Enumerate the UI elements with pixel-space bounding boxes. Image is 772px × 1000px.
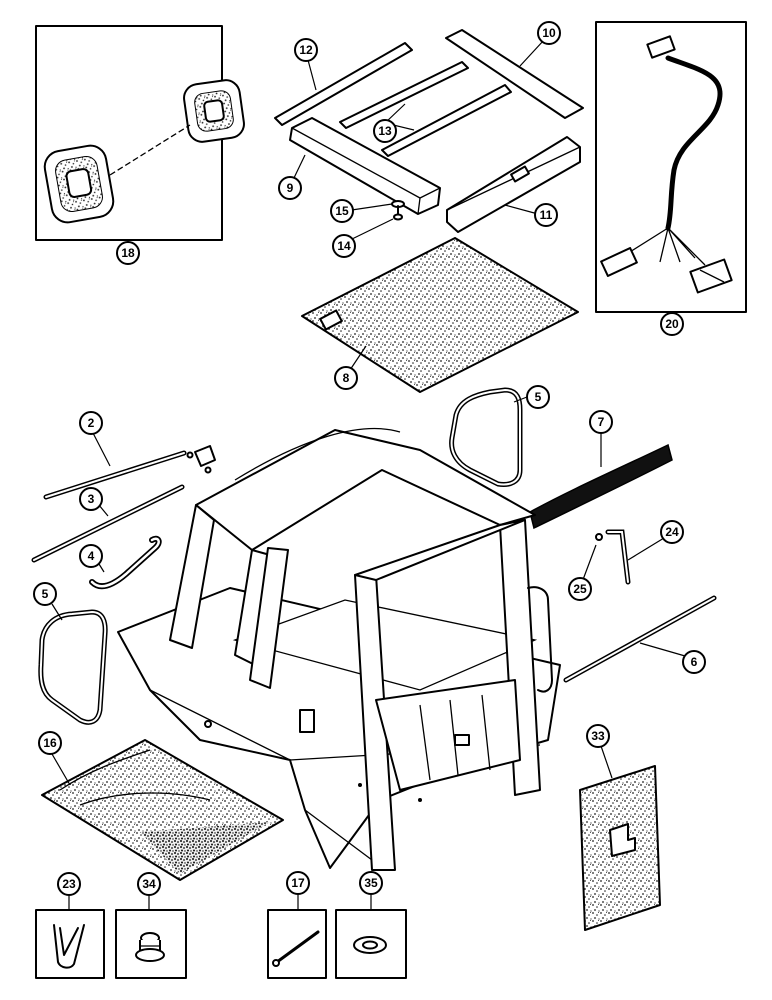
svg-text:13: 13 — [378, 124, 392, 138]
bracket-plate — [186, 445, 216, 474]
svg-text:20: 20 — [665, 317, 679, 331]
callout-6: 6 — [682, 650, 706, 674]
svg-text:15: 15 — [335, 204, 349, 218]
callout-3: 3 — [79, 487, 103, 511]
callout-20: 20 — [660, 312, 684, 336]
callout-13: 13 — [373, 119, 397, 143]
svg-text:8: 8 — [343, 371, 350, 385]
callout-14: 14 — [332, 234, 356, 258]
clip-25 — [595, 533, 603, 541]
seal-strip-2 — [43, 450, 187, 500]
callout-5-lower: 5 — [33, 582, 57, 606]
lamp-inset-panel — [35, 25, 245, 241]
svg-text:11: 11 — [540, 208, 553, 222]
svg-text:6: 6 — [691, 655, 698, 669]
roof-frame-bar-10 — [445, 29, 584, 119]
callout-23: 23 — [57, 872, 81, 896]
callout-5-upper: 5 — [526, 385, 550, 409]
wiring-harness — [600, 35, 733, 294]
callout-34: 34 — [137, 872, 161, 896]
cable-tie-box-17 — [267, 909, 327, 979]
callout-25: 25 — [568, 577, 592, 601]
svg-text:7: 7 — [598, 415, 605, 429]
svg-text:16: 16 — [43, 736, 57, 750]
svg-text:14: 14 — [337, 239, 351, 253]
svg-text:17: 17 — [291, 876, 305, 890]
callout-17: 17 — [286, 871, 310, 895]
rod-6 — [563, 595, 717, 683]
trim-strip-7 — [529, 443, 673, 530]
callout-2: 2 — [79, 411, 103, 435]
callout-8: 8 — [334, 366, 358, 390]
svg-text:18: 18 — [121, 246, 135, 260]
callout-9: 9 — [278, 176, 302, 200]
callout-12: 12 — [294, 38, 318, 62]
svg-text:33: 33 — [591, 729, 605, 743]
callout-7: 7 — [589, 410, 613, 434]
headliner-panel — [301, 237, 579, 393]
roof-frame-bar-9 — [289, 117, 441, 215]
svg-text:34: 34 — [142, 877, 156, 891]
bolt-and-washer — [391, 200, 405, 221]
svg-text:12: 12 — [299, 43, 313, 57]
svg-text:35: 35 — [364, 876, 378, 890]
trim-panel-33 — [579, 765, 661, 931]
svg-text:25: 25 — [573, 582, 587, 596]
plug-box-34 — [115, 909, 187, 979]
svg-text:2: 2 — [88, 416, 95, 430]
window-seal-lower — [38, 609, 108, 725]
seal-strip-3 — [31, 484, 185, 563]
svg-text:10: 10 — [542, 26, 556, 40]
floor-mat — [41, 739, 284, 881]
cab-body — [117, 427, 561, 871]
svg-text:5: 5 — [42, 587, 49, 601]
clip-box-23 — [35, 909, 105, 979]
harness-inset-panel — [595, 21, 747, 313]
pin-24 — [605, 529, 631, 585]
roof-frame-rails-13 — [339, 61, 512, 157]
work-lamp-right — [183, 79, 245, 143]
callout-35: 35 — [359, 871, 383, 895]
callout-33: 33 — [586, 724, 610, 748]
svg-text:5: 5 — [535, 390, 542, 404]
window-seal-upper — [449, 387, 523, 487]
svg-text:23: 23 — [62, 877, 76, 891]
roof-frame-bar-11 — [446, 136, 581, 233]
callout-10: 10 — [537, 21, 561, 45]
work-lamp-left — [43, 144, 115, 224]
grommet-box-35 — [335, 909, 407, 979]
svg-text:9: 9 — [287, 181, 294, 195]
handle-4 — [89, 535, 162, 590]
svg-text:4: 4 — [88, 549, 95, 563]
callout-16: 16 — [38, 731, 62, 755]
svg-text:3: 3 — [88, 492, 95, 506]
callout-24: 24 — [660, 520, 684, 544]
roof-frame-bar-12 — [274, 42, 413, 126]
callout-4: 4 — [79, 544, 103, 568]
callout-18: 18 — [116, 241, 140, 265]
callout-15: 15 — [330, 199, 354, 223]
svg-text:24: 24 — [665, 525, 679, 539]
callout-11: 11 — [534, 203, 558, 227]
